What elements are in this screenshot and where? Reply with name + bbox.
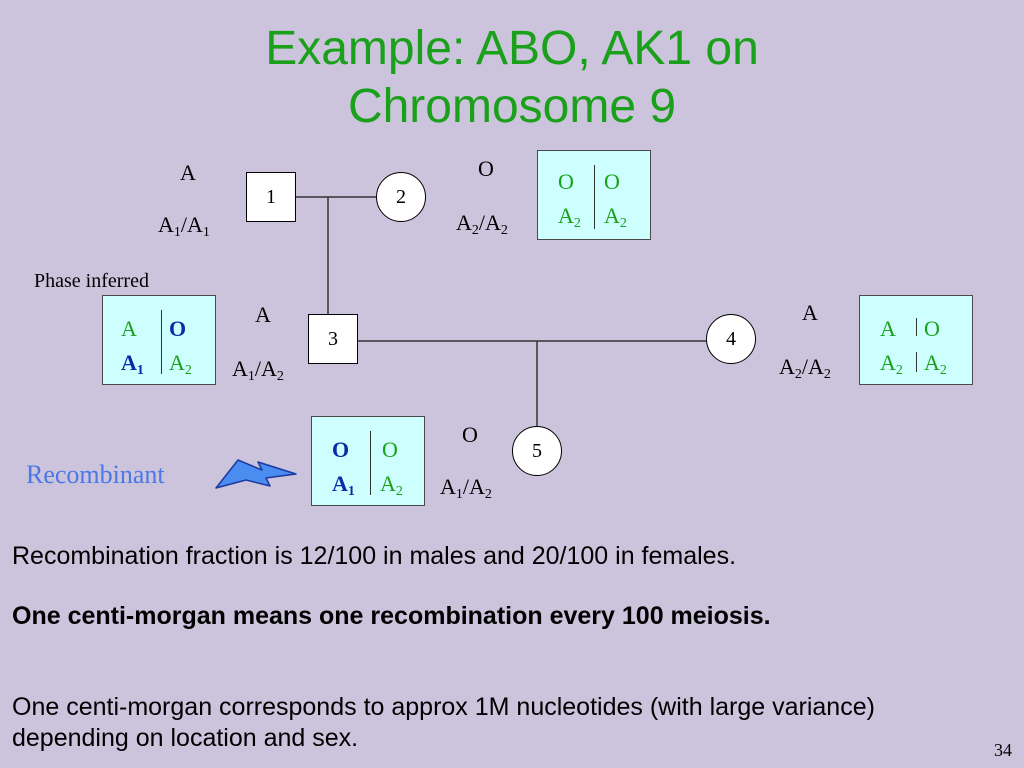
phase-divider-bottom — [916, 352, 917, 372]
phenotype-1: A — [180, 160, 196, 185]
slide-title: Example: ABO, AK1 on Chromosome 9 — [0, 20, 1024, 136]
slide-number: 34 — [994, 740, 1012, 760]
individual-4-circle: 4 — [706, 314, 756, 364]
hap5-bot-left: A1 — [332, 471, 355, 499]
individual-5-circle: 5 — [512, 426, 562, 476]
hap4-bot-left: A2 — [880, 350, 903, 378]
phase-divider — [594, 165, 595, 229]
individual-4-id: 4 — [726, 327, 736, 350]
recombinant-label: Recombinant — [26, 460, 165, 489]
individual-3-square: 3 — [308, 314, 358, 364]
hap3-bot-left: A1 — [121, 350, 144, 378]
paragraph-recombination-fraction: Recombination fraction is 12/100 in male… — [12, 542, 737, 570]
phase-inferred-label: Phase inferred — [34, 270, 149, 292]
paragraph-centimorgan-nucleotides: One centi-morgan corresponds to approx 1… — [12, 693, 875, 752]
hap2-bot-right: A2 — [604, 203, 627, 231]
haplotype-box-3: A O A1 A2 — [102, 295, 216, 385]
individual-2-id: 2 — [396, 185, 406, 208]
individual-1-id: 1 — [266, 185, 276, 208]
individual-3-id: 3 — [328, 327, 338, 350]
hap4-top-right: O — [924, 316, 940, 341]
paragraph-centimorgan-definition: One centi-morgan means one recombination… — [12, 602, 771, 630]
phenotype-2: O — [478, 156, 494, 181]
phase-divider-top — [916, 318, 917, 336]
individual-5-id: 5 — [532, 439, 542, 462]
phenotype-3: A — [255, 302, 271, 327]
hap4-top-left: A — [880, 316, 896, 341]
hap4-bot-right: A2 — [924, 350, 947, 378]
title-line-2: Chromosome 9 — [347, 80, 677, 133]
genotype-1: A1/A1 — [158, 212, 210, 240]
hap3-top-right: O — [169, 316, 187, 341]
hap3-bot-right: A2 — [169, 350, 192, 378]
phase-divider — [161, 310, 162, 374]
title-line-1: Example: ABO, AK1 on — [265, 22, 759, 75]
individual-2-circle: 2 — [376, 172, 426, 222]
hap3-top-left: A — [121, 316, 137, 341]
lightning-icon — [215, 459, 297, 489]
haplotype-box-2: O O A2 A2 — [537, 150, 651, 240]
genotype-2: A2/A2 — [456, 210, 508, 238]
hap2-top-right: O — [604, 169, 620, 194]
hap5-top-right: O — [382, 437, 398, 462]
hap5-bot-right: A2 — [380, 471, 403, 499]
genotype-3: A1/A2 — [232, 356, 284, 384]
hap2-bot-left: A2 — [558, 203, 581, 231]
hap2-top-left: O — [558, 169, 574, 194]
genotype-5: A1/A2 — [440, 474, 492, 502]
phenotype-4: A — [802, 300, 818, 325]
genotype-4: A2/A2 — [779, 354, 831, 382]
phenotype-5: O — [462, 422, 478, 447]
haplotype-box-5: O O A1 A2 — [311, 416, 425, 506]
haplotype-box-4: A O A2 A2 — [859, 295, 973, 385]
phase-divider — [370, 431, 371, 495]
hap5-top-left: O — [332, 437, 350, 462]
individual-1-square: 1 — [246, 172, 296, 222]
